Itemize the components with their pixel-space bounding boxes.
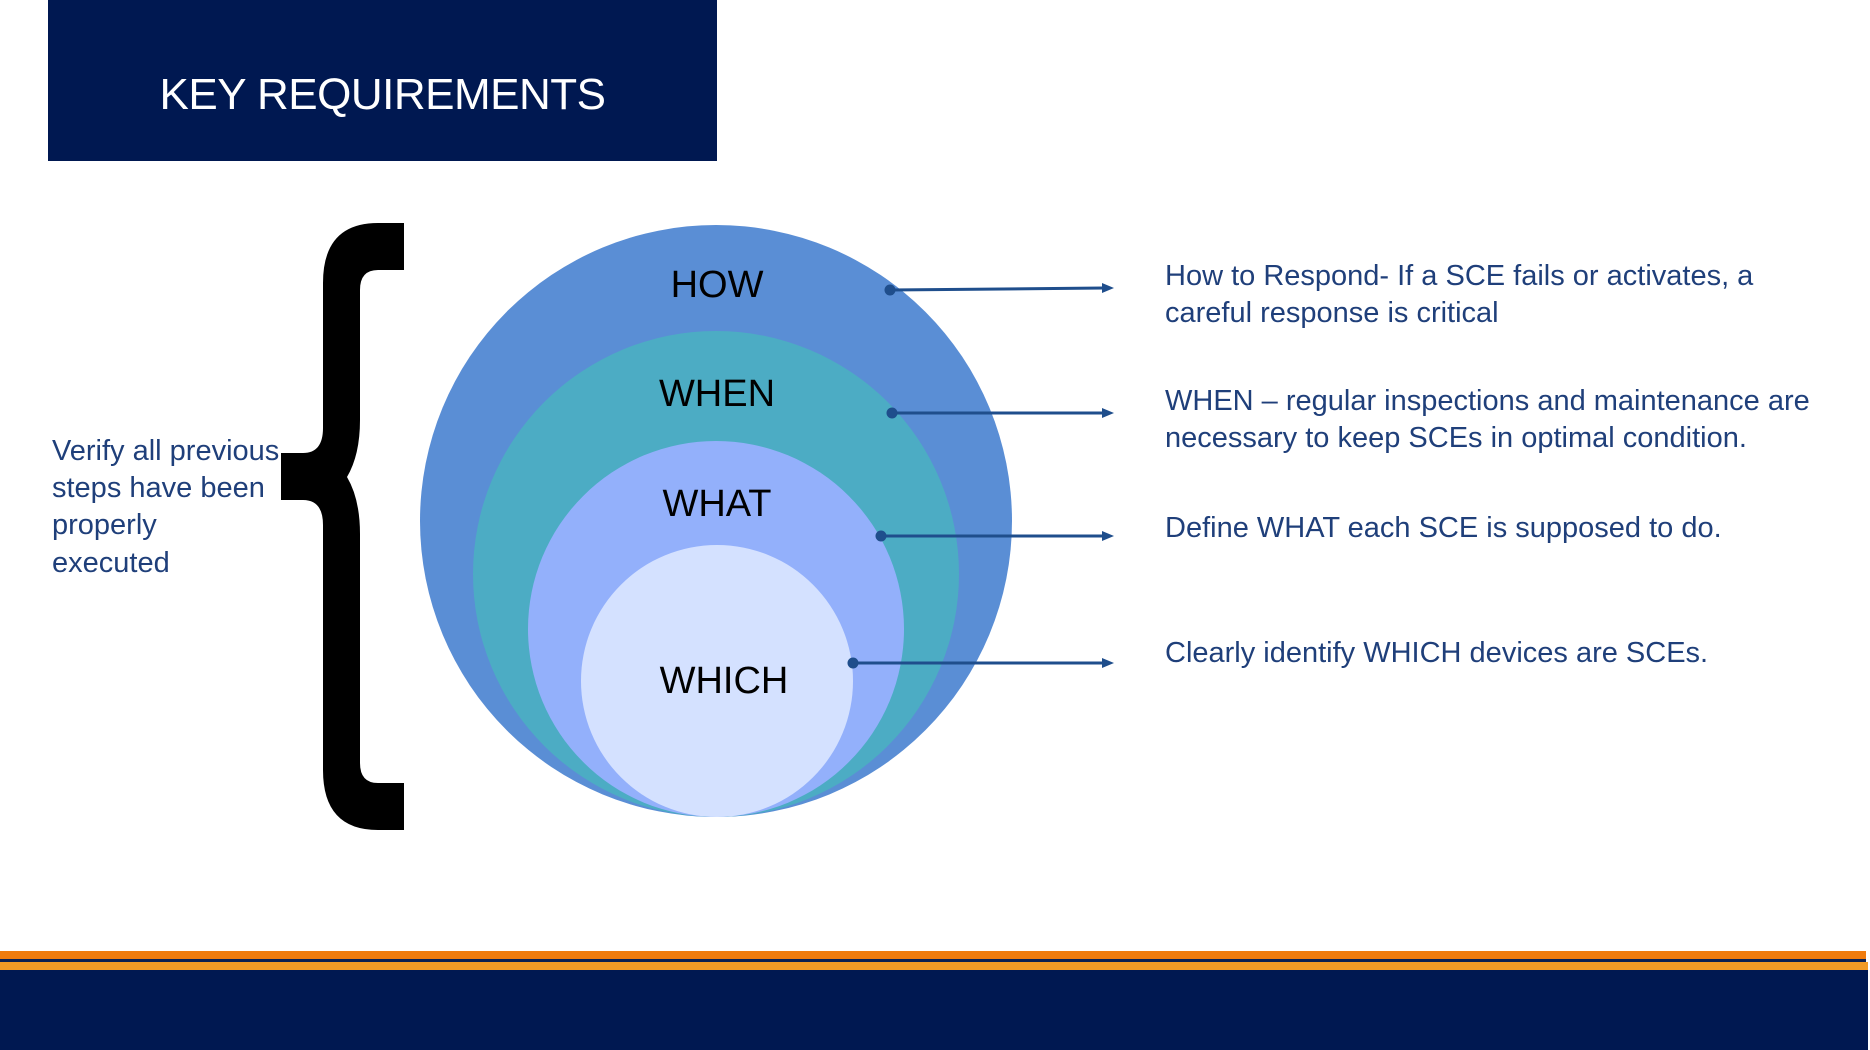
dot-icon	[884, 284, 896, 296]
description-what-text: Define WHAT each SCE is supposed to do.	[1165, 512, 1722, 544]
arrowhead-icon	[1102, 658, 1114, 668]
description-when-text: WHEN – regular inspections and maintenan…	[1165, 385, 1810, 454]
description-how: How to Respond- If a SCE fails or activa…	[1165, 258, 1805, 332]
verify-note: Verify all previous steps have been prop…	[52, 435, 280, 579]
label-what: WHAT	[662, 483, 771, 525]
connector-when	[886, 407, 1114, 419]
arrowhead-icon	[1102, 408, 1114, 418]
dot-icon	[875, 530, 887, 542]
footer-stripe-divider	[0, 959, 1866, 962]
description-which-text: Clearly identify WHICH devices are SCEs.	[1165, 637, 1709, 669]
description-when: WHEN – regular inspections and maintenan…	[1165, 383, 1865, 457]
page-title: KEY REQUIREMENTS	[159, 70, 606, 119]
footer-band	[0, 970, 1868, 1050]
label-how: HOW	[671, 264, 764, 306]
connector-what	[875, 530, 1114, 542]
title-banner: KEY REQUIREMENTS	[48, 0, 717, 161]
description-how-text: How to Respond- If a SCE fails or activa…	[1165, 260, 1754, 329]
dot-icon	[886, 407, 898, 419]
arrowhead-icon	[1102, 283, 1114, 293]
connector-which	[847, 657, 1114, 669]
description-which: Clearly identify WHICH devices are SCEs.	[1165, 635, 1708, 672]
curly-brace-icon	[281, 223, 404, 830]
label-when: WHEN	[659, 373, 775, 415]
footer-stripe-orange	[0, 951, 1866, 959]
description-what: Define WHAT each SCE is supposed to do.	[1165, 510, 1722, 547]
circle-which	[581, 545, 853, 817]
dot-icon	[847, 657, 859, 669]
footer-stripe-orange-light	[0, 962, 1868, 970]
arrowhead-icon	[1102, 531, 1114, 541]
connector-how	[884, 283, 1114, 296]
label-which: WHICH	[660, 660, 789, 702]
